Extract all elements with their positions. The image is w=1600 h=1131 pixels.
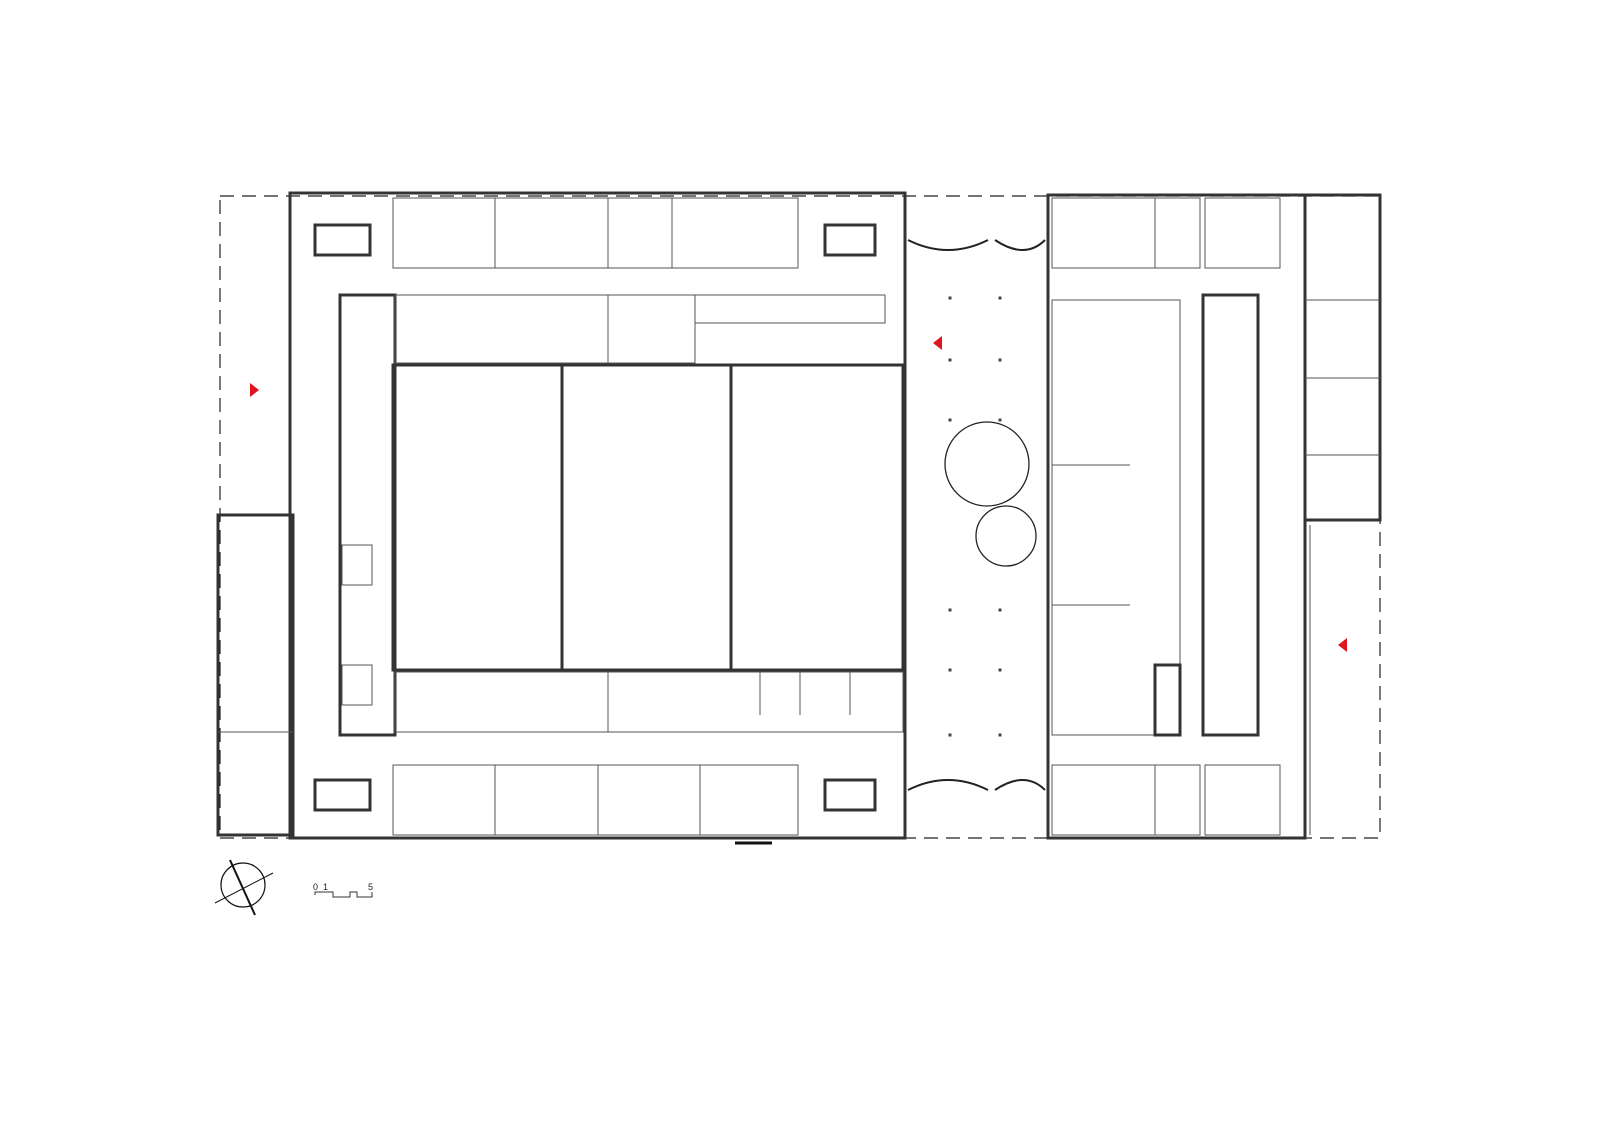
column	[998, 608, 1002, 612]
column	[948, 733, 952, 737]
column	[948, 668, 952, 672]
column	[998, 418, 1002, 422]
entrance-marker-icon	[250, 383, 259, 397]
column	[948, 608, 952, 612]
stair-nw	[313, 223, 372, 257]
column	[998, 733, 1002, 737]
scale-label-1: 1	[323, 882, 328, 892]
column	[998, 358, 1002, 362]
central-hall	[391, 363, 905, 672]
left-annex	[216, 513, 295, 837]
tree-icon	[944, 421, 1030, 507]
left-building	[216, 191, 907, 840]
right-building-outer-wall	[1046, 193, 1307, 840]
stair-ne	[823, 223, 877, 257]
column	[998, 296, 1002, 300]
column	[948, 296, 952, 300]
right-annex	[1303, 193, 1382, 522]
entrance-marker-icon	[933, 336, 942, 350]
entrance-marker-icon	[1338, 638, 1347, 652]
stair-sw	[313, 778, 372, 812]
column	[948, 418, 952, 422]
scale-label-0: 0	[313, 882, 318, 892]
stair-se	[823, 778, 877, 812]
north-arrow-icon	[214, 859, 274, 916]
right-building	[1046, 193, 1382, 840]
scale-label-5: 5	[368, 882, 373, 892]
column	[998, 668, 1002, 672]
left-building-outer-wall	[288, 191, 907, 840]
tree-icon	[975, 505, 1037, 567]
scale-bar: 0 1 5	[313, 882, 373, 898]
courtyard	[907, 239, 1046, 791]
column	[948, 358, 952, 362]
